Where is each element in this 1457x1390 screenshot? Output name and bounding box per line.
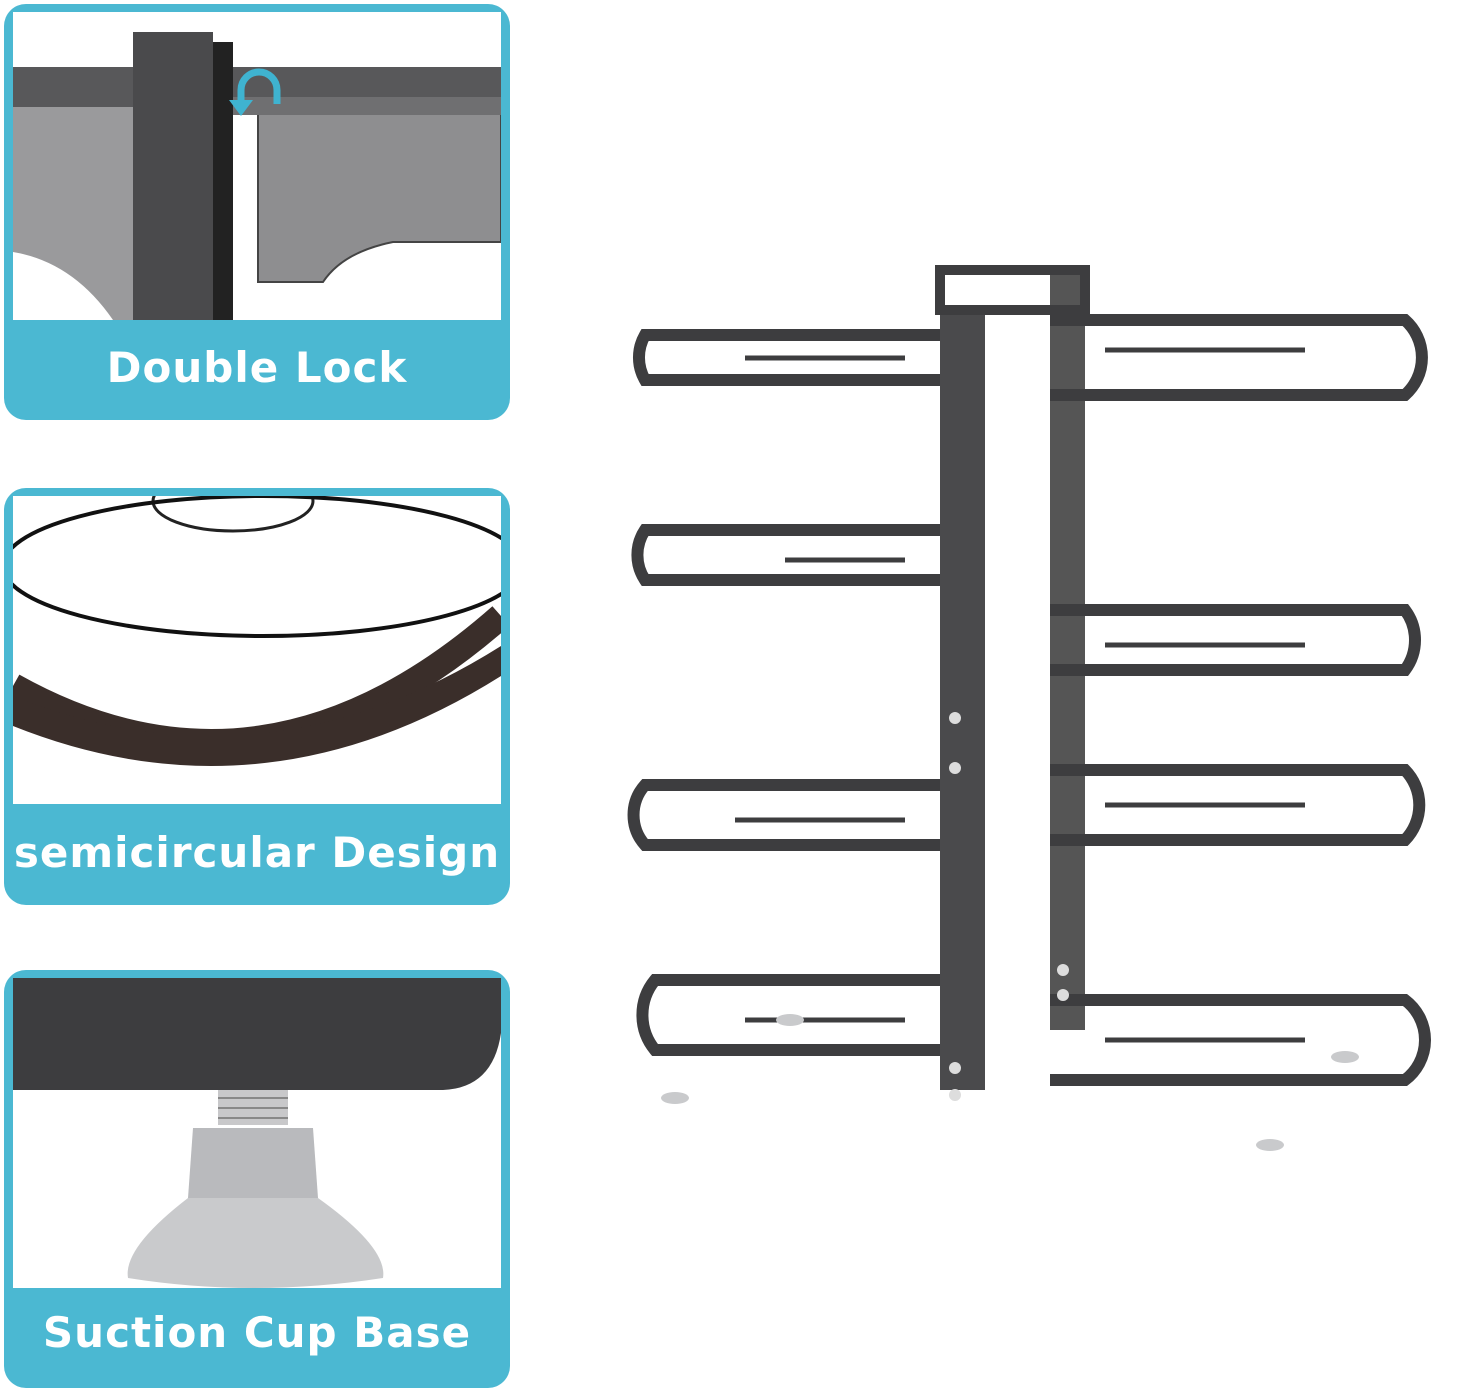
double-lock-closeup-image [13, 12, 501, 320]
semicircular-closeup-image [13, 496, 501, 804]
suction-cup-closeup-image [13, 978, 501, 1288]
feature-caption: semicircular Design [13, 828, 501, 877]
feature-caption: Double Lock [106, 343, 408, 392]
rotate-arrow-icon [229, 68, 281, 116]
feature-panel-suction-cup-base: Suction Cup Base [4, 970, 510, 1388]
feature-caption: Suction Cup Base [42, 1308, 472, 1357]
feature-panel-double-lock: Double Lock [4, 4, 510, 420]
pot-rack-product-image [585, 260, 1455, 1160]
feature-panel-semicircular-design: semicircular Design [4, 488, 510, 905]
